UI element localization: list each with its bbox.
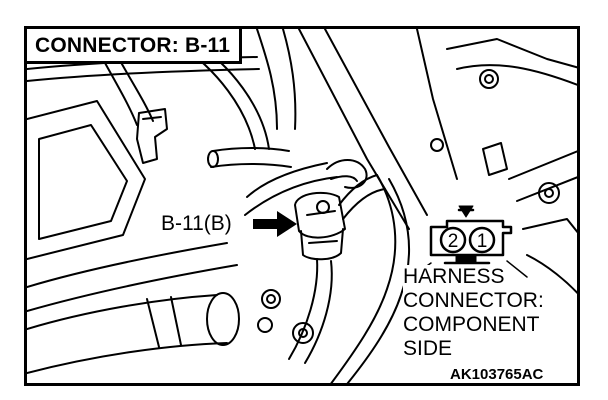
diagram-frame: 2 1 CONNECTOR: B-11 B-11(B) HARNESS CONN… <box>24 26 580 386</box>
figure-code: AK103765AC <box>448 366 546 383</box>
engine-bay-illustration: 2 1 <box>27 29 577 383</box>
sensor-body <box>294 159 386 261</box>
bracket <box>136 108 168 164</box>
frame-members <box>27 29 458 312</box>
harness-wires <box>288 174 411 383</box>
pin-label-1: 1 <box>477 231 488 252</box>
harness-caption: HARNESS CONNECTOR: COMPONENT SIDE <box>403 265 546 361</box>
callout-arrow <box>253 211 297 237</box>
callout-label: B-11(B) <box>159 212 234 235</box>
harness-caption-line: SIDE <box>403 337 455 361</box>
right-parts <box>446 38 577 294</box>
lower-cylinder <box>27 292 240 374</box>
left-panel <box>27 100 146 260</box>
connector-symbol <box>429 205 513 265</box>
harness-caption-line: CONNECTOR: <box>403 289 546 313</box>
harness-caption-line: HARNESS <box>403 265 507 289</box>
harness-caption-line: COMPONENT <box>403 313 542 337</box>
pin-label-2: 2 <box>448 231 459 252</box>
middle-hose <box>207 147 338 216</box>
connector-title: CONNECTOR: B-11 <box>27 29 243 64</box>
